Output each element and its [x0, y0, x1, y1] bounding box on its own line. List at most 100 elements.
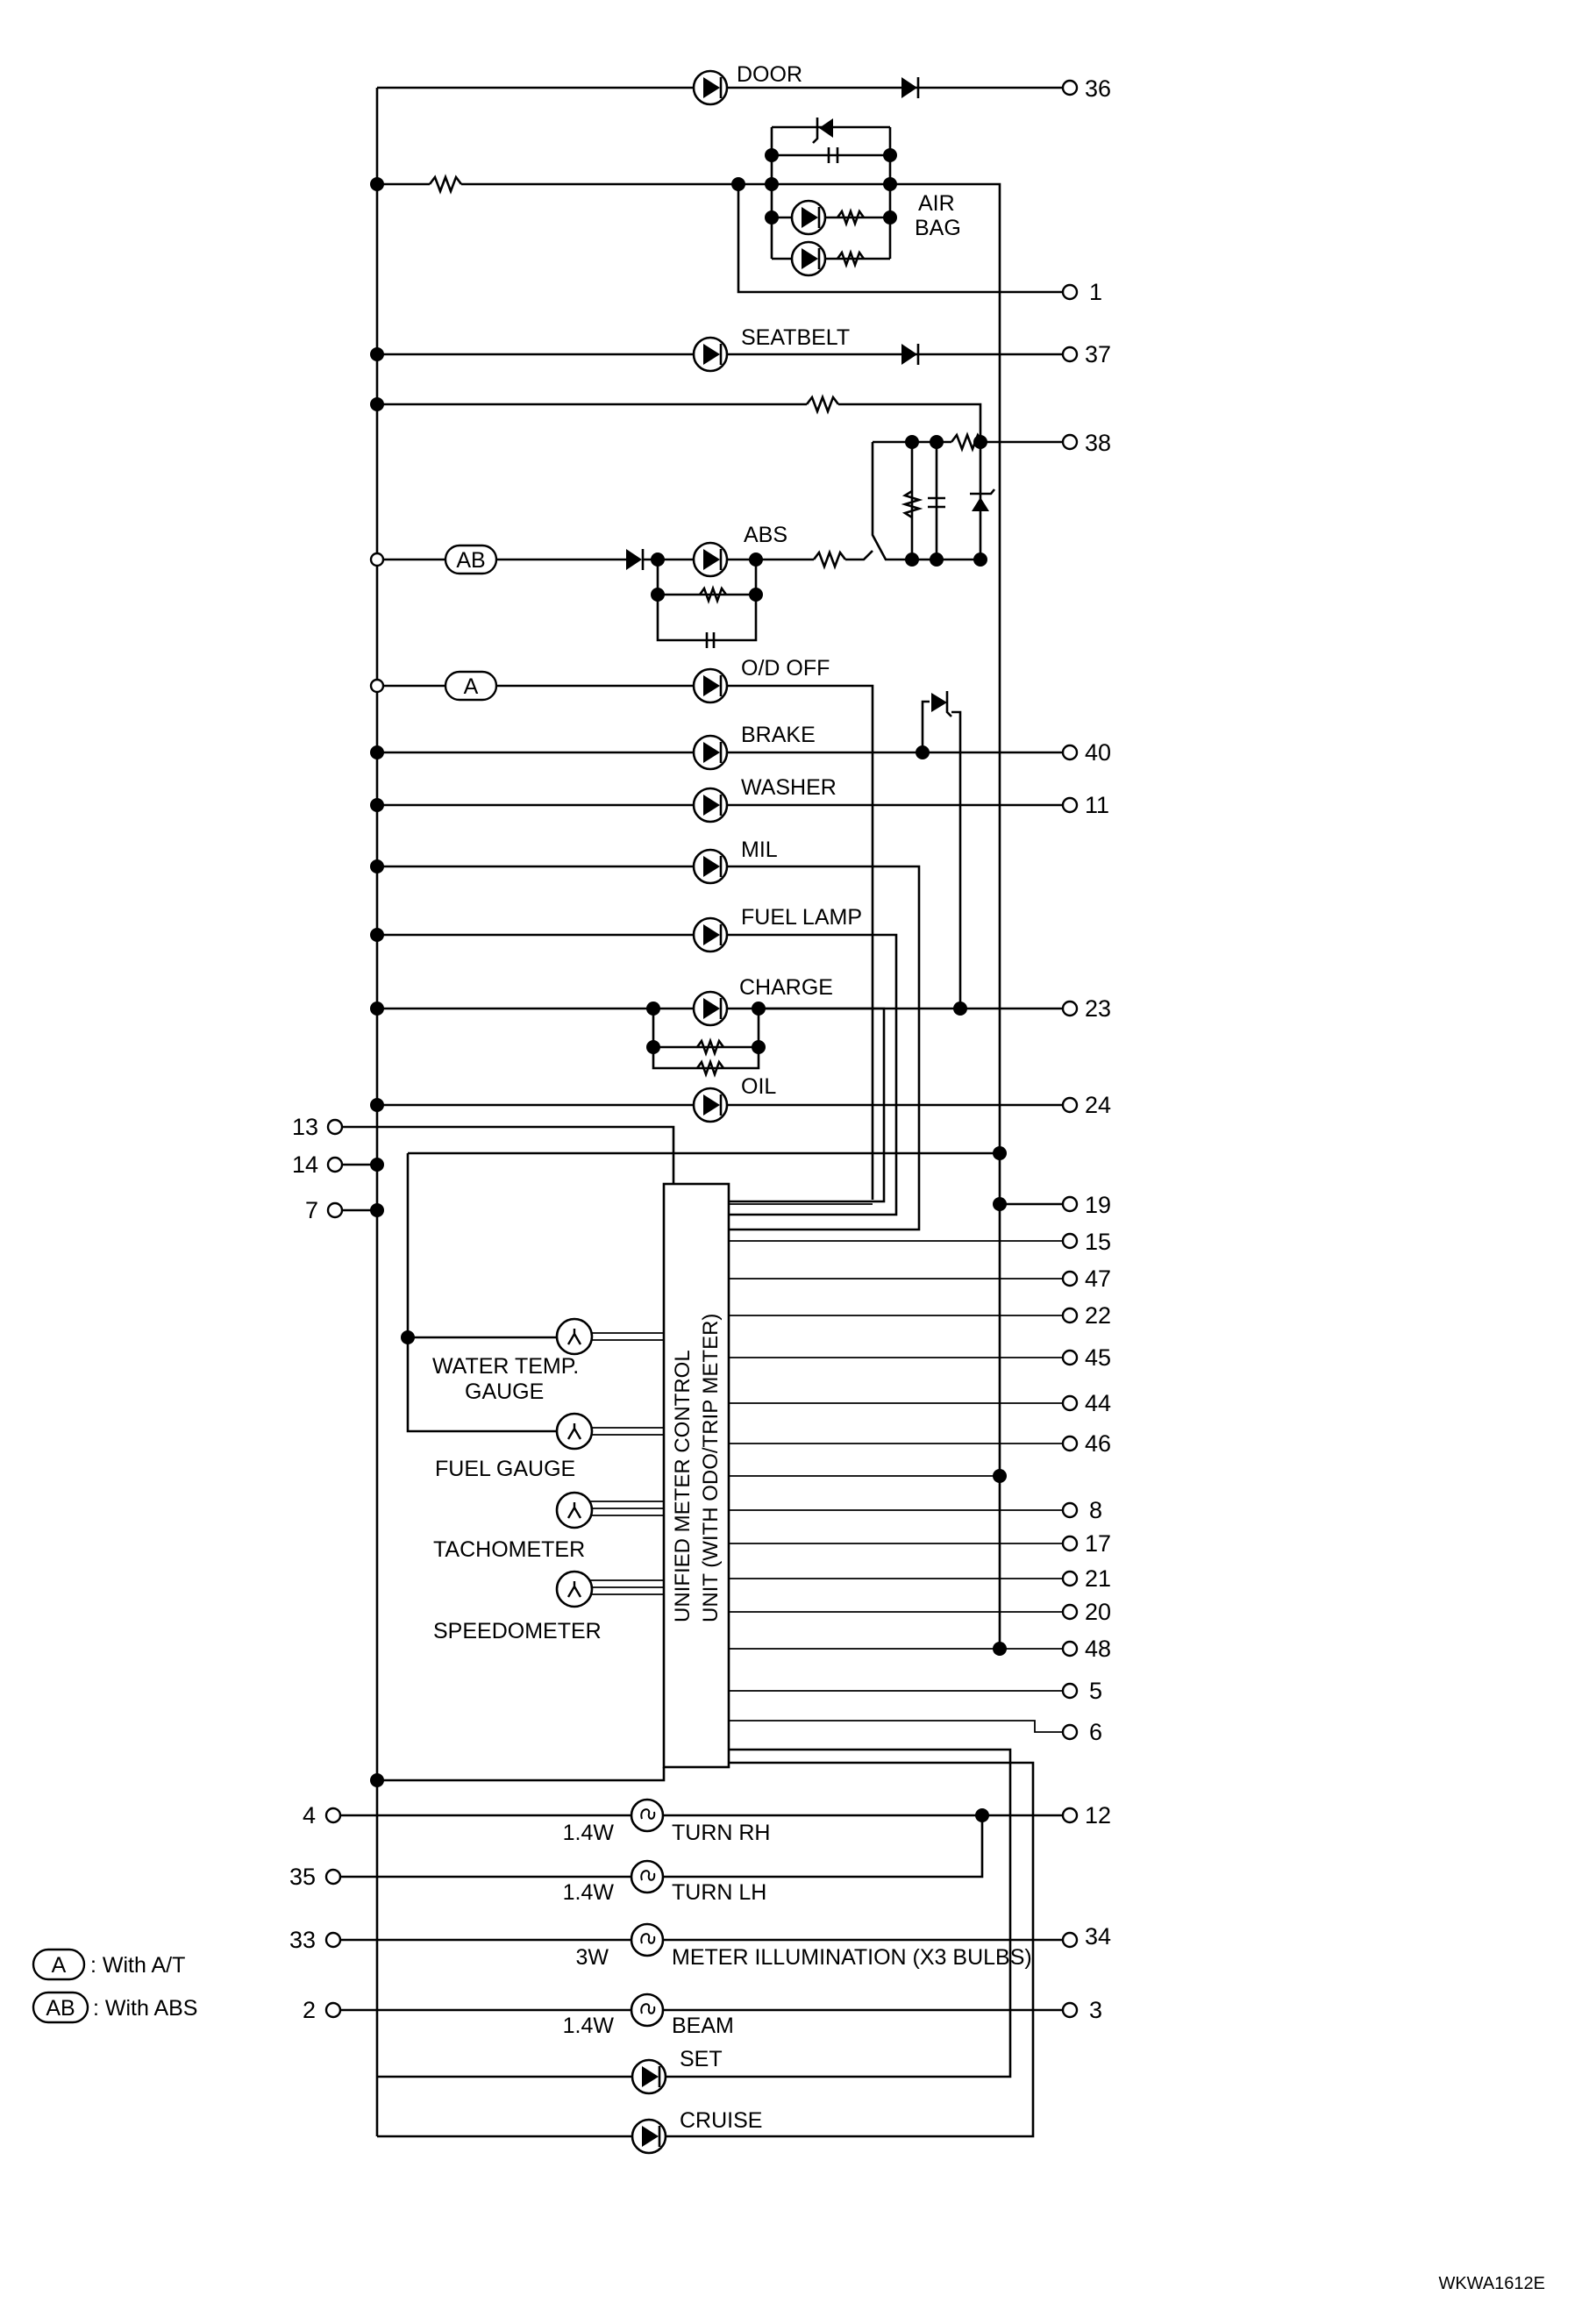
- mil-led-icon: [692, 848, 729, 885]
- gauges: WATER TEMP. GAUGE FUEL GAUGE TACHOMETER …: [432, 1317, 664, 1643]
- terminal-2: 2: [303, 1997, 316, 2023]
- abs-label: ABS: [744, 523, 787, 547]
- terminal-38: 38: [1085, 430, 1111, 456]
- terminal-24: 24: [1085, 1092, 1111, 1118]
- fuel-lamp-label: FUEL LAMP: [741, 905, 862, 930]
- terminal-37: 37: [1085, 341, 1111, 367]
- terminal-13: 13: [292, 1114, 318, 1140]
- door-led-icon: [692, 69, 729, 106]
- terminal-35: 35: [289, 1864, 316, 1890]
- abs-option-tag: AB: [456, 548, 485, 573]
- tachometer-icon: [555, 1491, 594, 1529]
- meter-illumination-bulb-icon: [630, 1922, 665, 1957]
- seatbelt-label: SEATBELT: [741, 325, 850, 350]
- turn-lh-label: TURN LH: [672, 1880, 766, 1905]
- fuel-lamp-circuit: FUEL LAMP: [377, 905, 898, 1216]
- terminal-5: 5: [1089, 1678, 1102, 1704]
- unit-ground-wire: [377, 1767, 666, 1782]
- set-led-icon: [631, 2058, 667, 2095]
- unified-meter-control-unit: UNIFIED METER CONTROL UNIT (WITH ODO/TRI…: [662, 1182, 730, 1769]
- terminal-36: 36: [1085, 75, 1111, 102]
- fuel-lamp-led-icon: [692, 916, 729, 953]
- terminal-1: 1: [1089, 279, 1102, 305]
- airbag-led-1-icon: [790, 199, 827, 236]
- legend-text-ab: : With ABS: [93, 1996, 197, 2021]
- control-unit-label-1: UNIFIED METER CONTROL: [671, 1350, 695, 1622]
- figure-code: WKWA1612E: [1438, 2274, 1545, 2293]
- od-off-label: O/D OFF: [741, 656, 830, 681]
- beam-bulb-icon: [630, 1993, 665, 2028]
- terminal-47: 47: [1085, 1265, 1111, 1292]
- terminal-15: 15: [1085, 1229, 1111, 1255]
- door-label: DOOR: [737, 62, 802, 87]
- terminal-4: 4: [303, 1802, 316, 1829]
- charge-led-icon: [692, 990, 729, 1027]
- terminal-40: 40: [1085, 739, 1111, 766]
- control-unit-label-2: UNIT (WITH ODO/TRIP METER): [699, 1314, 723, 1622]
- od-off-circuit: A O/D OFF: [377, 656, 874, 1200]
- unit-output-wires: [730, 1153, 1070, 1733]
- terminal-11: 11: [1085, 792, 1109, 818]
- water-temp-label-2: GAUGE: [465, 1379, 544, 1404]
- turn-lh-watt: 1.4W: [563, 1880, 615, 1905]
- water-temp-label-1: WATER TEMP.: [432, 1354, 579, 1379]
- legend-tag-ab: AB: [46, 1996, 75, 2021]
- terminal-6: 6: [1089, 1719, 1102, 1745]
- airbag-circuit: AIR BAG: [377, 118, 1070, 1151]
- water-temp-gauge-icon: [555, 1317, 594, 1356]
- speedometer-label: SPEEDOMETER: [433, 1619, 602, 1643]
- tachometer-label: TACHOMETER: [433, 1537, 585, 1562]
- door-circuit: DOOR: [377, 62, 1070, 106]
- speedometer-icon: [555, 1570, 594, 1608]
- terminal-7: 7: [305, 1197, 318, 1223]
- airbag-label-2: BAG: [915, 216, 961, 240]
- legend-tag-a: A: [52, 1953, 67, 1978]
- brake-label: BRAKE: [741, 723, 816, 747]
- abs-led-icon: [692, 541, 729, 578]
- beam-label: BEAM: [672, 2014, 734, 2038]
- junction-dots: [370, 148, 1007, 1822]
- meter-illumination-label: METER ILLUMINATION (X3 BULBS): [672, 1945, 1032, 1970]
- bulb-circuits: TURN RH 1.4W TURN LH 1.4W METER ILLUMINA…: [333, 1748, 1070, 2155]
- oil-circuit: OIL: [377, 1074, 1070, 1123]
- turn-rh-label: TURN RH: [672, 1821, 771, 1845]
- turn-rh-bulb-icon: [630, 1798, 665, 1833]
- seatbelt-led-icon: [692, 336, 729, 373]
- washer-circuit: WASHER: [377, 775, 1070, 823]
- brake-led-icon: [692, 734, 729, 771]
- legend-text-a: : With A/T: [90, 1953, 185, 1978]
- meter-illumination-watt: 3W: [576, 1945, 609, 1970]
- legend: A : With A/T AB : With ABS: [32, 1948, 197, 2024]
- mil-circuit: MIL: [377, 838, 921, 1231]
- fuel-gauge-icon: [555, 1412, 594, 1451]
- charge-label: CHARGE: [739, 975, 833, 1000]
- terminal-33: 33: [289, 1927, 316, 1953]
- od-off-led-icon: [692, 667, 729, 704]
- oil-label: OIL: [741, 1074, 776, 1099]
- oil-led-icon: [692, 1087, 729, 1123]
- cruise-led-icon: [631, 2118, 667, 2155]
- terminal-8: 8: [1089, 1497, 1102, 1523]
- terminal-34: 34: [1085, 1923, 1111, 1950]
- fuel-gauge-label: FUEL GAUGE: [435, 1457, 575, 1481]
- terminal-17: 17: [1085, 1530, 1111, 1557]
- terminal-46: 46: [1085, 1430, 1111, 1457]
- cruise-label: CRUISE: [680, 2108, 762, 2133]
- terminal-12: 12: [1085, 1802, 1111, 1829]
- terminal-45: 45: [1085, 1344, 1111, 1371]
- terminal-21: 21: [1085, 1565, 1111, 1592]
- od-off-option-tag: A: [464, 674, 479, 699]
- turn-lh-bulb-icon: [630, 1859, 665, 1894]
- seatbelt-circuit: SEATBELT: [377, 325, 1070, 373]
- terminal-20: 20: [1085, 1599, 1111, 1625]
- terminal-22: 22: [1085, 1302, 1111, 1329]
- airbag-label-1: AIR: [918, 191, 955, 216]
- brake-circuit: BRAKE: [377, 691, 1070, 1009]
- terminal-19: 19: [1085, 1192, 1111, 1218]
- terminal-14: 14: [292, 1151, 318, 1178]
- input-terminals: [342, 1125, 1000, 1433]
- turn-rh-watt: 1.4W: [563, 1821, 615, 1845]
- beam-watt: 1.4W: [563, 2014, 615, 2038]
